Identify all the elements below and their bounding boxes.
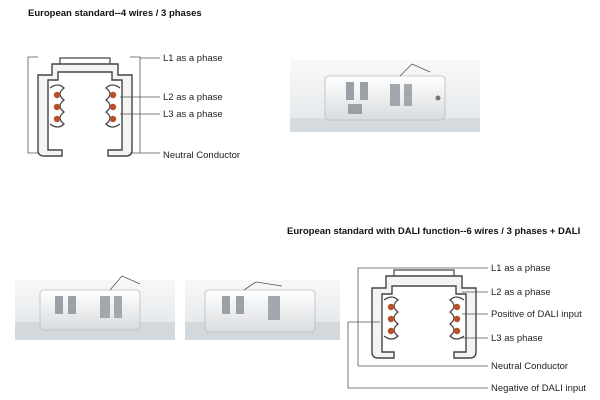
- dali-left-conductor-group: [383, 296, 400, 340]
- top-adapter-photo: [290, 60, 480, 132]
- bottom-label-l3: L3 as phase: [491, 333, 543, 344]
- right-conductor-group: [104, 84, 121, 128]
- track-profile-4-wire: [27, 56, 141, 157]
- bottom-label-dali-negative: Negative of DALI input: [491, 383, 586, 394]
- top-leader-lines: [120, 57, 160, 154]
- top-label-neutral: Neutral Conductor: [163, 150, 240, 161]
- bottom-adapter-photo-1: [15, 275, 175, 340]
- top-label-l1: L1 as a phase: [163, 53, 223, 64]
- bottom-leader-lines: [348, 267, 488, 367]
- top-section-title: European standard--4 wires / 3 phases: [28, 8, 202, 19]
- top-label-l3: L3 as a phase: [163, 109, 223, 120]
- dali-right-conductor-group: [448, 296, 465, 340]
- top-label-l2: L2 as a phase: [163, 92, 223, 103]
- bottom-label-l1: L1 as a phase: [491, 263, 551, 274]
- bottom-section-title: European standard with DALI function--6 …: [287, 226, 581, 237]
- track-profile-6-wire-dali: [347, 267, 488, 389]
- bottom-label-neutral: Neutral Conductor: [491, 361, 568, 372]
- left-conductor-group: [49, 84, 66, 128]
- bottom-label-l2: L2 as a phase: [491, 287, 551, 298]
- bottom-label-dali-positive: Positive of DALI input: [491, 309, 582, 320]
- bottom-adapter-photo-2: [185, 280, 340, 340]
